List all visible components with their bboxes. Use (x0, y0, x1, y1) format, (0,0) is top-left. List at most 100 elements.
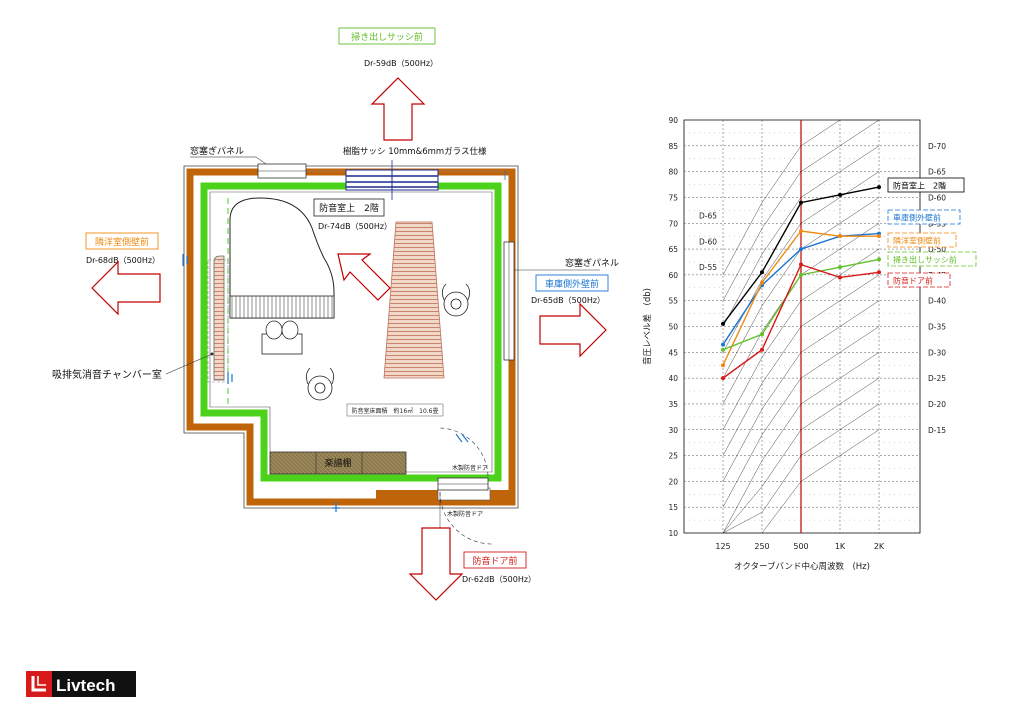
y-tick-label: 10 (668, 529, 678, 538)
d-curve (722, 377, 880, 534)
d-curve-label: D-50 (928, 245, 946, 254)
data-point (760, 280, 764, 285)
d-curve-label: D-35 (928, 323, 946, 332)
y-tick-label: 70 (668, 219, 678, 228)
data-point (838, 265, 842, 270)
x-tick-label: 2K (874, 542, 885, 551)
d-curve (722, 119, 879, 275)
upstairs-value: Dr-74dB（500Hz） (318, 222, 392, 231)
y-axis-label: 音圧レベル差 (db) (642, 288, 653, 365)
data-point (799, 272, 803, 277)
livtech-logo: Livtech (26, 671, 136, 697)
y-tick-label: 80 (668, 168, 678, 177)
arrow-right (539, 302, 607, 358)
legend-box (887, 177, 965, 193)
bottom-label-box (463, 551, 527, 569)
logo-mark (26, 671, 52, 697)
d-curve-label: D-30 (928, 348, 946, 357)
legend-label: 隣洋室側壁前 (893, 236, 941, 246)
right-panel-label: 窓塞ぎパネル (565, 257, 619, 269)
d-curve-label: D-15 (928, 426, 946, 435)
legend-box (887, 209, 961, 225)
door-label-2: 木製防音ドア (447, 510, 483, 518)
data-point (799, 200, 803, 205)
arrow-upstairs (337, 253, 391, 301)
y-tick-label: 30 (668, 426, 678, 435)
music-shelf (269, 451, 407, 475)
d-curve-label: D-65 (928, 168, 946, 177)
door-label-1: 木製防音ドア (452, 464, 488, 472)
chamber-label: 吸排気消音チャンバー室 (52, 368, 162, 381)
arrow-left (91, 260, 161, 316)
bottom-label: 防音ドア前 (472, 555, 517, 567)
top-value: Dr-59dB（500Hz） (364, 59, 438, 68)
data-point (721, 363, 725, 368)
x-tick-label: 250 (754, 542, 769, 551)
data-point (799, 247, 803, 252)
upstairs-title: 防音室上 2階 (319, 202, 379, 214)
panel-label: 窓塞ぎパネル (190, 145, 244, 157)
d-curve (722, 248, 880, 430)
data-point (799, 228, 803, 233)
y-tick-label: 25 (668, 452, 678, 461)
data-point (799, 262, 803, 267)
right-label: 車庫側外壁前 (545, 278, 599, 290)
chamber-leader (165, 353, 213, 375)
data-point (760, 332, 764, 337)
outer-wall (186, 168, 516, 506)
legend-label: 掃き出しサッシ前 (893, 255, 957, 265)
logo-text: Livtech (56, 676, 116, 695)
d-curve-label: D-40 (928, 297, 946, 306)
shelf-label: 楽譜棚 (324, 457, 351, 469)
right-value: Dr-65dB（500Hz） (531, 296, 605, 305)
ventilation-duct (213, 255, 225, 381)
door-swing-lower (439, 491, 493, 545)
data-point (760, 347, 764, 352)
left-label: 隣洋室側壁前 (95, 236, 149, 248)
y-tick-label: 35 (668, 400, 678, 409)
d-curve-label-inside: D-60 (699, 237, 717, 246)
y-tick-label: 90 (668, 116, 678, 125)
d-curve-label: D-60 (928, 193, 946, 202)
legend-box (887, 272, 951, 288)
legend-label: 車庫側外壁前 (893, 213, 941, 223)
data-point (877, 257, 881, 262)
piano-keyboard (229, 295, 335, 319)
data-point (838, 275, 842, 280)
y-tick-label: 75 (668, 193, 678, 202)
upstairs-box (313, 198, 385, 217)
area-note: 防音室床面積 約16㎡ 10.6畳 (352, 407, 439, 415)
y-tick-label: 65 (668, 245, 678, 254)
left-label-box (85, 232, 159, 250)
bottom-value: Dr-62dB（500Hz） (462, 575, 536, 584)
y-tick-label: 55 (668, 297, 678, 306)
legend-box (887, 232, 957, 248)
insulation-layer (200, 182, 502, 482)
piano-bench (261, 333, 303, 355)
d-curve-label: D-70 (928, 142, 946, 151)
d-curve (722, 119, 880, 301)
door-swing-upper (439, 427, 489, 477)
d-curve (722, 326, 880, 508)
sash-label: 樹脂サッシ 10mm&6mmガラス仕様 (343, 146, 487, 157)
person-figure (306, 283, 470, 401)
stage-riser (383, 221, 445, 379)
d-curve (722, 352, 880, 534)
data-point (721, 347, 725, 352)
x-tick-label: 125 (715, 542, 730, 551)
data-point (877, 270, 881, 275)
grand-piano (229, 197, 335, 319)
y-tick-label: 45 (668, 348, 678, 357)
data-point (838, 234, 842, 239)
data-point (838, 192, 842, 197)
d-curve-label: D-25 (928, 374, 946, 383)
d-curve (722, 274, 880, 456)
legend-label: 防音ドア前 (893, 276, 933, 286)
d-curve-label: D-20 (928, 400, 946, 409)
d-curve (722, 145, 880, 327)
y-tick-label: 85 (668, 142, 678, 151)
legend-label: 防音室上 2階 (893, 181, 946, 191)
data-point (721, 321, 725, 326)
